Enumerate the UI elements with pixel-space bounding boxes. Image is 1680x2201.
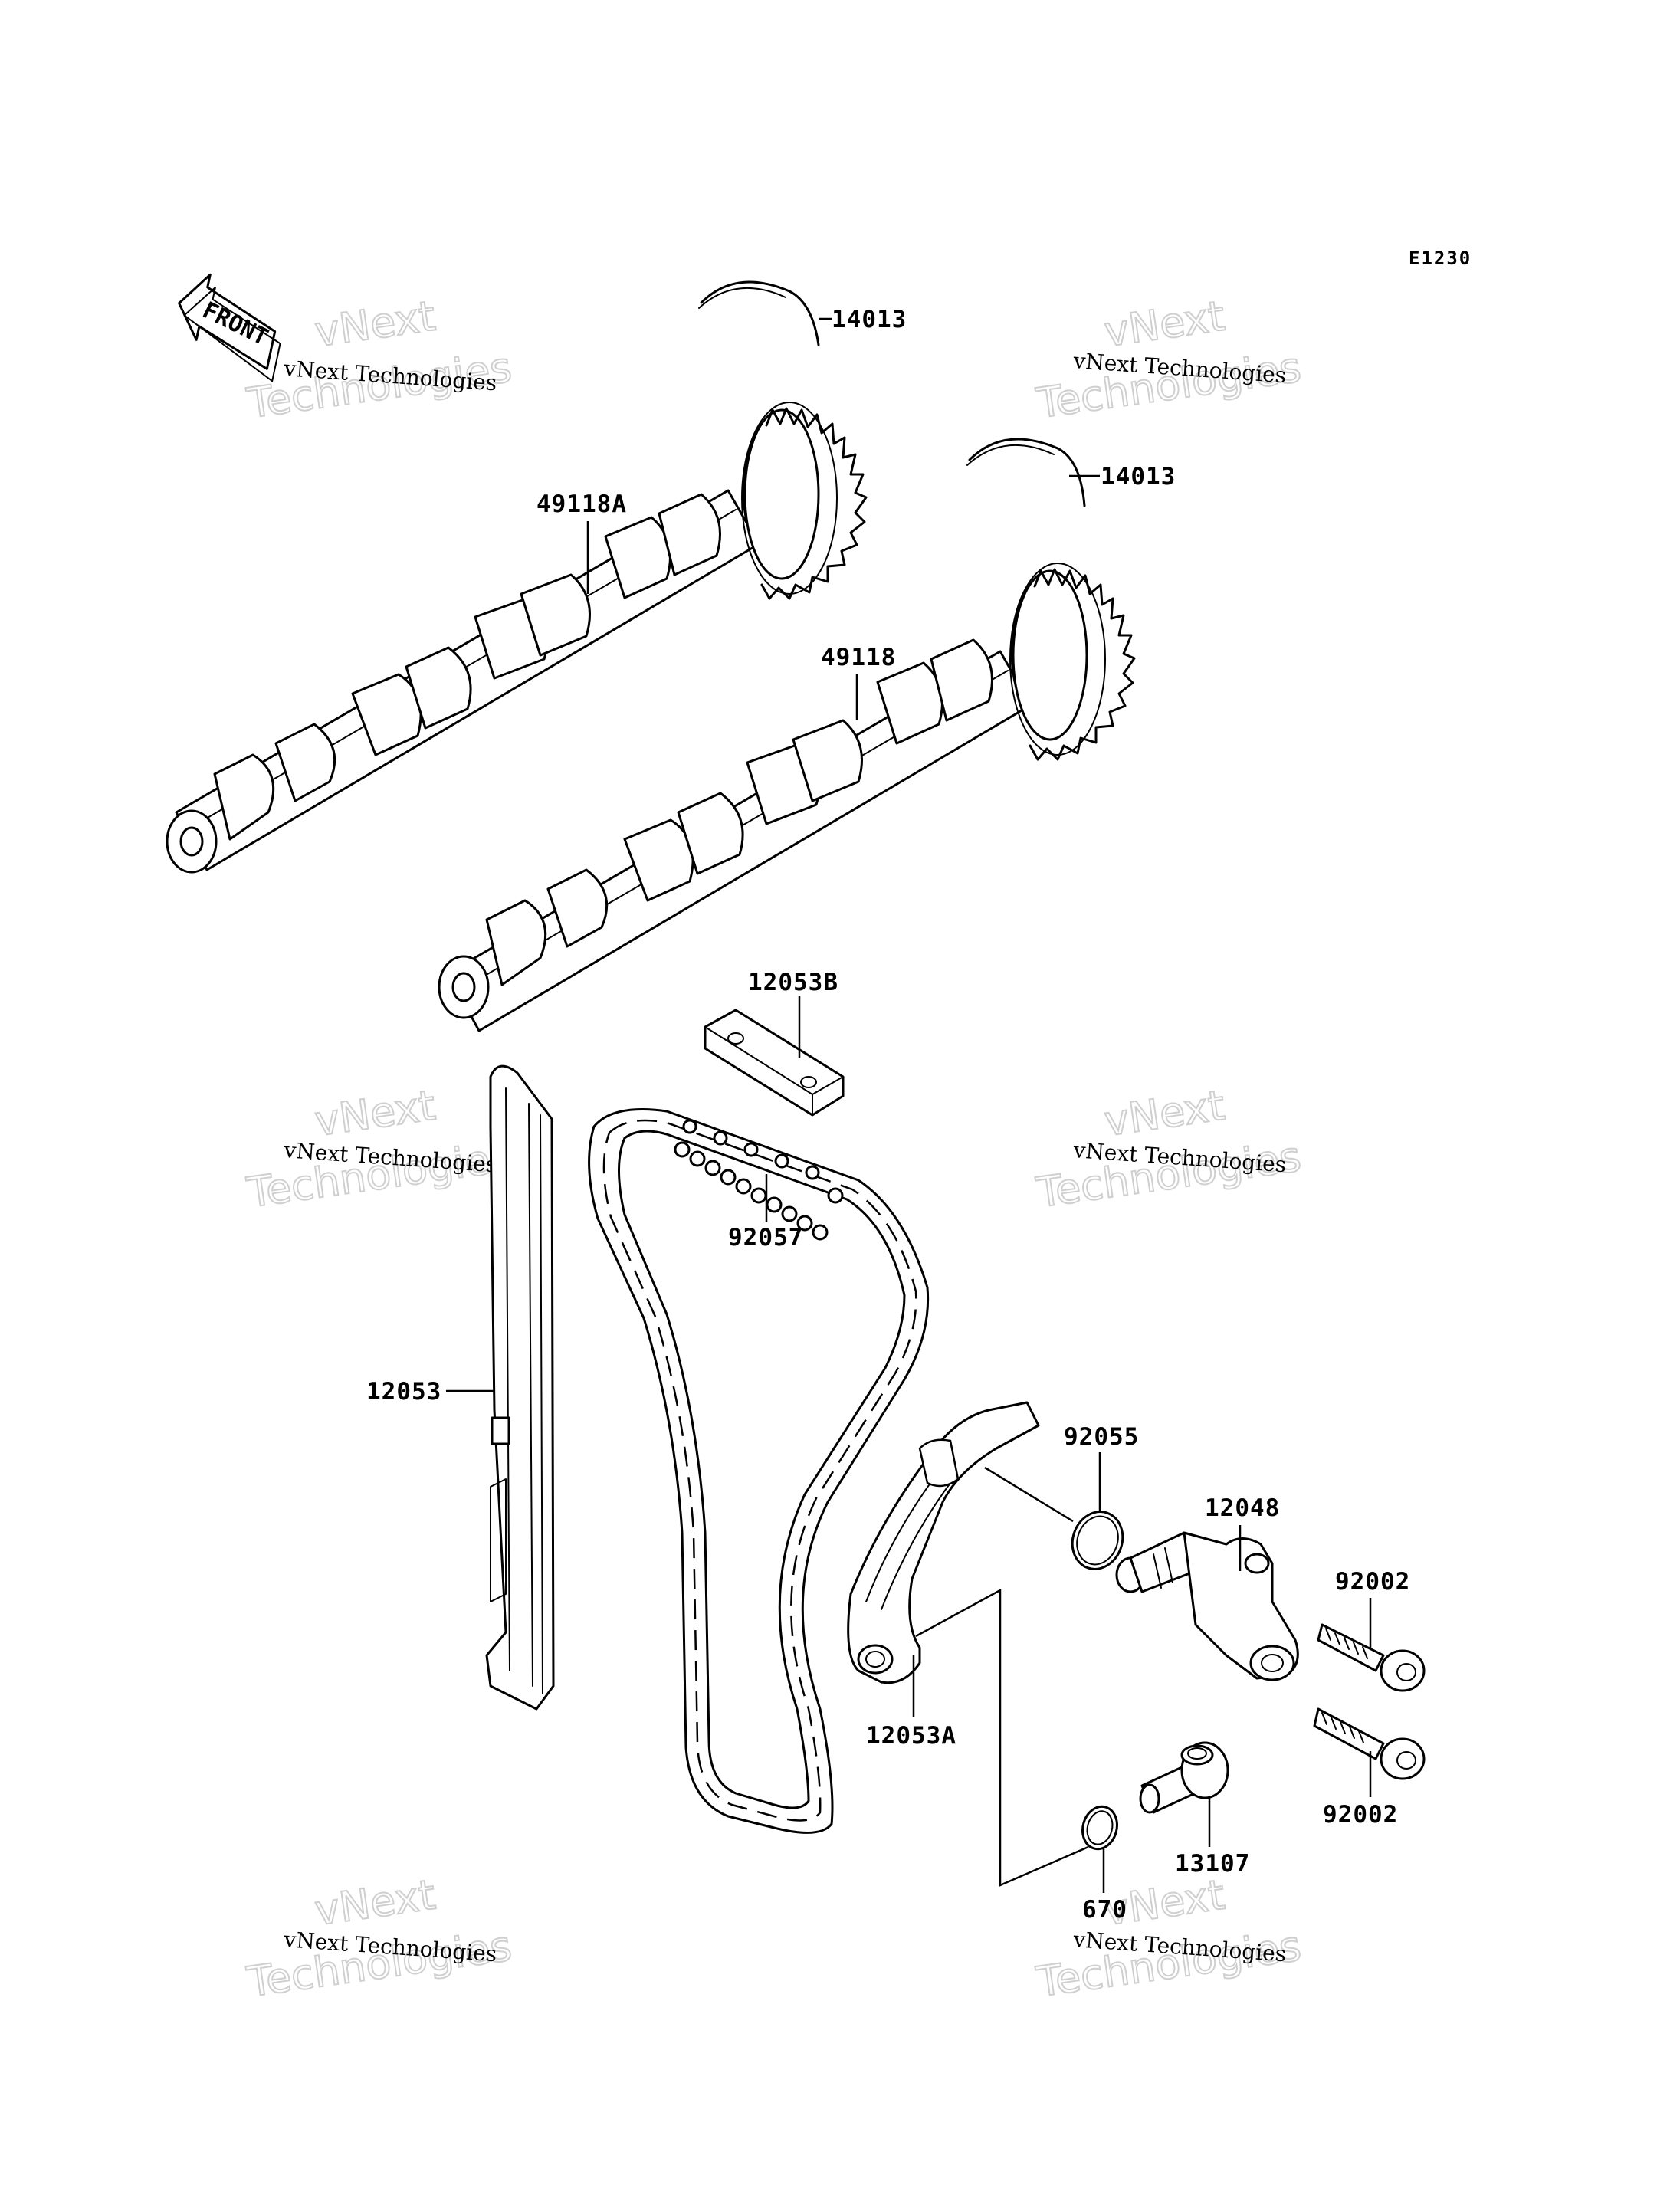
part-label-14013-a[interactable]: 14013 [832,306,907,333]
part-label-13107[interactable]: 13107 [1175,1850,1250,1878]
part-label-92057[interactable]: 92057 [728,1224,803,1251]
tensioner-12048 [1115,1531,1299,1681]
part-label-49118[interactable]: 49118 [821,644,896,671]
cam-chain [588,1108,930,1834]
cap-bolt-13107 [1139,1741,1229,1814]
diagram-code: E1230 [1409,248,1472,269]
svg-text:vNext: vNext [312,292,438,356]
camshaft-49118 [438,563,1136,1032]
o-ring-92055 [1071,1511,1124,1570]
camshaft-49118a [166,402,868,874]
bolt-92002-upper [1317,1623,1426,1692]
bolt-92002-lower [1313,1707,1426,1780]
svg-text:vNext: vNext [312,1871,438,1935]
part-label-92002-b[interactable]: 92002 [1323,1801,1398,1829]
tensioner-guide-12053a [847,1401,1089,1887]
part-label-49118a[interactable]: 49118A [536,490,627,518]
svg-text:vNext: vNext [1101,292,1228,356]
part-label-12053[interactable]: 12053 [366,1378,441,1406]
front-arrow-icon: FRONT [178,273,281,382]
part-label-92002-a[interactable]: 92002 [1335,1568,1410,1596]
part-label-12048[interactable]: 12048 [1205,1494,1280,1522]
part-label-12053a[interactable]: 12053A [866,1722,956,1750]
chain-guide-12053 [485,1064,555,1711]
part-label-12053b[interactable]: 12053B [748,969,838,996]
part-label-14013-b[interactable]: 14013 [1101,463,1176,490]
part-label-92055[interactable]: 92055 [1064,1423,1139,1451]
half-ring-clip-1 [700,280,820,346]
half-ring-clip-2 [968,438,1086,507]
svg-text:vNext: vNext [1101,1081,1228,1146]
o-ring-670 [1081,1805,1118,1851]
part-label-670[interactable]: 670 [1082,1896,1127,1924]
svg-text:vNext: vNext [312,1081,438,1146]
chain-guide-12053b [704,1009,845,1117]
